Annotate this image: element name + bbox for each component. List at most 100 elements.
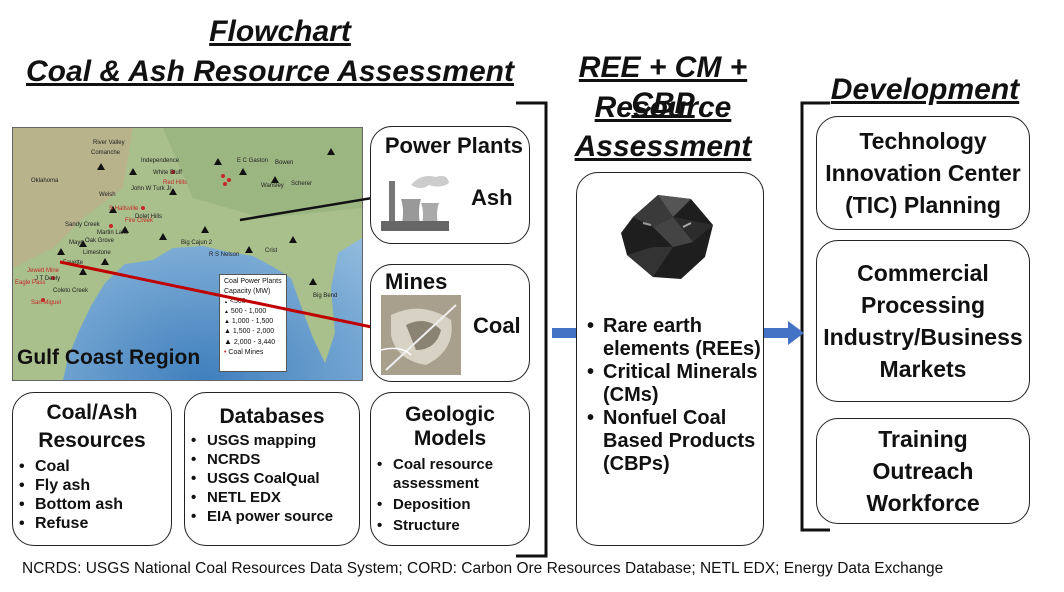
list-item: NCRDS [191, 450, 359, 469]
map-label: Sandy Creek [65, 222, 100, 228]
list-item: Fly ash [19, 476, 171, 495]
power-plants-box: Power Plants Ash [370, 126, 530, 244]
geologic-models-box: Geologic Models Coal resource assessment… [370, 392, 530, 546]
map-label: John W Turk Jr [131, 186, 172, 192]
databases-box: Databases USGS mapping NCRDS USGS CoalQu… [184, 392, 360, 546]
map-label: Fayette [63, 260, 84, 266]
map-label: Limestone [83, 250, 111, 256]
left-title-line1: Flowchart [209, 15, 351, 48]
map-label: Bowen [275, 160, 294, 166]
gulf-coast-map: River Valley Comanche Oklahoma White Blu… [12, 127, 363, 381]
map-label-mine: Eagle Pass [15, 280, 46, 286]
mines-title: Mines [385, 269, 448, 294]
map-label: Independence [141, 158, 180, 164]
power-plant-icon [381, 175, 449, 231]
list-item: Coal resource assessment [377, 455, 529, 493]
map-label: Oklahoma [31, 178, 59, 184]
tic-planning-box: Technology Innovation Center (TIC) Plann… [816, 116, 1030, 230]
left-title-line2: Coal & Ash Resource Assessment [26, 55, 514, 88]
list-item: Refuse [19, 514, 171, 533]
middle-title-line1: REE + CM + CBP [578, 51, 748, 120]
list-item: USGS CoalQual [191, 469, 359, 488]
coal-ash-list: Coal Fly ash Bottom ash Refuse [19, 457, 171, 533]
geologic-list: Coal resource assessment Deposition Stru… [377, 455, 529, 535]
list-item: USGS mapping [191, 431, 359, 450]
map-label: Big Cajun 2 [181, 240, 213, 246]
map-label: Big Bend [313, 293, 338, 299]
databases-list: USGS mapping NCRDS USGS CoalQual NETL ED… [191, 431, 359, 526]
map-label: Dolet Hills [135, 214, 163, 220]
map-label-mine: S Hallsville [109, 206, 139, 212]
coal-label: Coal [473, 313, 521, 338]
map-label-mine: San Miguel [31, 300, 62, 306]
list-item: Nonfuel Coal Based Products (CBPs) [587, 407, 761, 476]
map-label: Welsh [99, 192, 116, 198]
map-label: R S Nelson [209, 252, 240, 258]
footnote: NCRDS: USGS National Coal Resources Data… [22, 560, 944, 577]
dev-line: Commercial [857, 260, 989, 286]
map-label: Crist [265, 248, 278, 254]
ash-label: Ash [471, 185, 513, 210]
dev-line: Markets [879, 356, 967, 382]
map-label: Scherer [291, 181, 313, 187]
right-title: Development [830, 73, 1020, 106]
map-region-label: Gulf Coast Region [17, 346, 201, 369]
map-label-mine: Jewett Mine [27, 268, 60, 274]
legend-subtitle: Capacity (MW) [224, 288, 271, 295]
legend-item: ▲ 500 - 1,000 [224, 308, 267, 315]
map-label: J T Deely [35, 276, 61, 282]
middle-title-line3: Assessment [574, 130, 752, 163]
list-item: Rare earth elements (REEs) [587, 315, 761, 361]
map-label: Wansley [261, 183, 284, 189]
list-item: Bottom ash [19, 495, 171, 514]
power-plants-title: Power Plants [384, 133, 523, 158]
map-label: Oak Grove [85, 238, 115, 244]
list-item: Coal [19, 457, 171, 476]
dev-line: Workforce [866, 490, 980, 516]
legend-item: ▲ <500 [224, 298, 246, 305]
legend-item: ▲ 1,500 - 2,000 [224, 328, 275, 335]
list-item: Deposition [377, 495, 529, 514]
map-label-mine: Red Hills [163, 180, 188, 186]
map-label: River Valley [93, 140, 125, 146]
map-label: Mayo [69, 240, 84, 246]
dev-line: Innovation Center [825, 160, 1021, 186]
legend-item: ▲ 1,000 - 1,500 [224, 318, 274, 325]
geologic-title-line2: Models [413, 427, 487, 450]
map-label: E C Gaston [237, 158, 269, 164]
legend-item: • Coal Mines [224, 349, 264, 356]
mines-box: Mines Coal [370, 264, 530, 382]
dev-line: Processing [861, 292, 985, 318]
list-item: NETL EDX [191, 488, 359, 507]
legend-title: Coal Power Plants [224, 278, 282, 285]
map-graphic [13, 128, 362, 380]
coal-ash-title-line1: Coal/Ash [46, 401, 138, 424]
arrow-to-development [764, 321, 804, 345]
map-label: Coleto Creek [53, 288, 89, 294]
dev-line: (TIC) Planning [845, 192, 1001, 218]
list-item: Critical Minerals (CMs) [587, 361, 761, 407]
coal-ash-resources-box: Coal/Ash Resources Coal Fly ash Bottom a… [12, 392, 172, 546]
training-outreach-box: Training Outreach Workforce [816, 418, 1030, 524]
dev-line: Technology [859, 128, 987, 154]
map-legend: Coal Power Plants Capacity (MW) ▲ <500 ▲… [219, 274, 287, 372]
legend-item: ▲ 2,000 - 3,440 [224, 337, 276, 346]
map-label-mine: Fire Creek [125, 218, 154, 224]
coal-lump-image [621, 195, 713, 279]
list-item: Structure [377, 516, 529, 535]
commercial-processing-box: Commercial Processing Industry/Business … [816, 240, 1030, 402]
dev-line: Outreach [872, 458, 974, 484]
ree-list: Rare earth elements (REEs) Critical Mine… [587, 315, 761, 476]
middle-title-line2: Resource [594, 91, 732, 124]
map-label: Comanche [91, 150, 121, 156]
coal-ash-title-line2: Resources [38, 429, 146, 452]
geologic-title-line1: Geologic [405, 403, 495, 426]
dev-line: Training [878, 426, 968, 452]
list-item: EIA power source [191, 507, 359, 526]
databases-title: Databases [219, 405, 325, 428]
map-label: White Bluff [153, 170, 182, 176]
dev-line: Industry/Business [823, 324, 1023, 350]
ree-box: Rare earth elements (REEs) Critical Mine… [576, 172, 764, 546]
mine-photo [381, 295, 461, 375]
map-label: Martin Lake [97, 230, 129, 236]
